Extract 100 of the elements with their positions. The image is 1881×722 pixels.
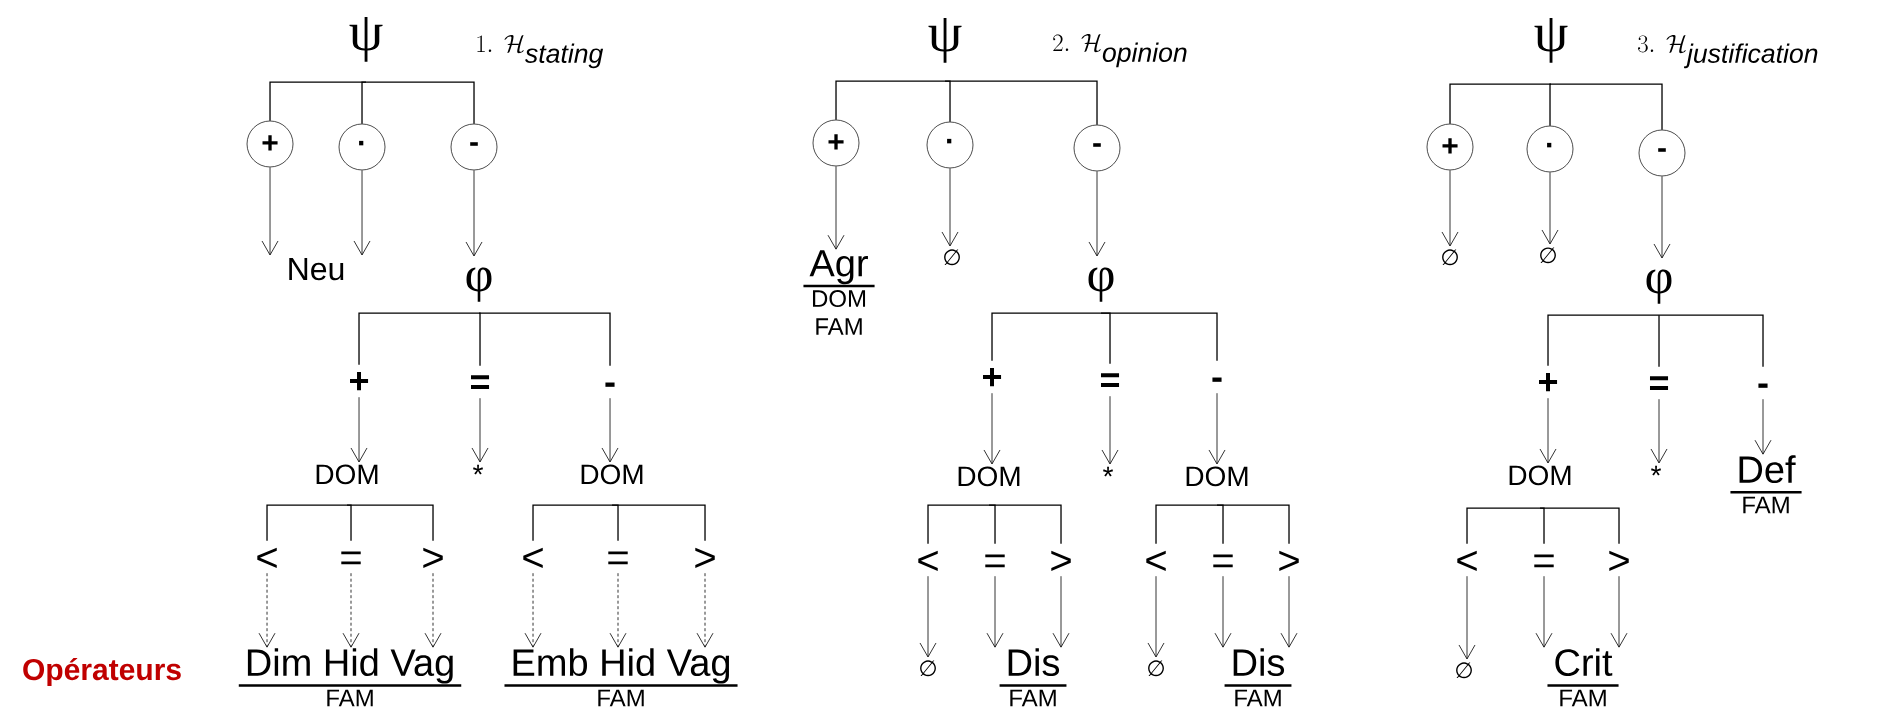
bracket-line xyxy=(1155,504,1218,545)
panel-heading: $3.\ \mathcal{H}_{\mathit{justification}}$ xyxy=(1638,35,1818,69)
bracket-line xyxy=(991,312,1102,362)
empty-set-symbol: ∅ xyxy=(1456,662,1472,679)
arrow xyxy=(601,397,619,463)
arrow xyxy=(1754,398,1772,455)
comparison-symbol: > xyxy=(695,547,715,568)
arrow xyxy=(696,572,714,648)
empty-set-symbol: ∅ xyxy=(1148,660,1164,677)
arrow xyxy=(1541,171,1559,245)
bracket-line xyxy=(1547,314,1660,367)
category-label: DOM xyxy=(1509,465,1571,486)
arrow xyxy=(1088,170,1106,257)
arrow xyxy=(465,169,483,257)
empty-set-symbol: ∅ xyxy=(944,249,960,266)
comparison-symbol: < xyxy=(523,547,543,568)
arrow xyxy=(342,572,360,648)
empty-set-symbol: ∅ xyxy=(1442,249,1458,266)
circled-sign: - xyxy=(1073,124,1121,172)
bracket-line xyxy=(266,504,348,542)
psi-symbol: ψ xyxy=(1534,17,1568,63)
asterisk-symbol: * xyxy=(1103,466,1114,477)
underlined-term: Dis FAM xyxy=(999,648,1067,707)
underlined-term: Crit FAM xyxy=(1547,648,1619,707)
comparison-symbol: < xyxy=(918,550,938,571)
comparison-symbol: > xyxy=(1609,550,1629,571)
sign-symbol: - xyxy=(1212,377,1222,382)
bracket-line xyxy=(361,81,367,125)
arrow xyxy=(350,396,368,463)
arrow xyxy=(471,397,489,463)
arrow xyxy=(827,165,845,250)
arrow xyxy=(1441,169,1459,247)
circled-sign: · xyxy=(1526,125,1574,173)
circled-sign: · xyxy=(338,123,386,171)
arrow xyxy=(1147,575,1165,658)
row-label: Opérateurs xyxy=(23,657,181,687)
bracket-line xyxy=(1550,83,1663,131)
underlined-term: Dis FAM xyxy=(1224,648,1292,707)
panel-heading: $2.\ \mathcal{H}_{\mathit{opinion}}$ xyxy=(1053,34,1187,68)
sign-symbol: = xyxy=(471,375,490,389)
arrow xyxy=(1610,575,1628,648)
bracket-line xyxy=(1539,507,1620,545)
arrow xyxy=(1653,175,1671,259)
circled-sign: + xyxy=(812,119,860,167)
sign-symbol: = xyxy=(1650,376,1669,390)
circled-sign: + xyxy=(1426,123,1474,171)
comparison-symbol: = xyxy=(341,551,361,565)
category-label: DOM xyxy=(316,464,378,485)
psi-symbol: ψ xyxy=(349,16,383,62)
circled-sign: - xyxy=(1638,129,1686,177)
bracket-line xyxy=(927,504,990,545)
phi-symbol: φ xyxy=(1646,269,1672,304)
comparison-symbol: > xyxy=(423,547,443,568)
arrow xyxy=(941,167,959,247)
category-label: Neu xyxy=(289,258,344,281)
bracket-line xyxy=(611,504,706,542)
arrow xyxy=(1650,398,1668,464)
arrow xyxy=(986,575,1004,648)
bracket-line xyxy=(1549,83,1552,127)
sign-symbol: = xyxy=(1101,373,1120,387)
panel-heading: $1.\ \mathcal{H}_{\mathit{stating}}$ xyxy=(477,35,604,69)
comparison-symbol: < xyxy=(1457,550,1477,571)
comparison-symbol: = xyxy=(1534,554,1554,568)
bracket-line xyxy=(1658,314,1660,368)
bracket-line xyxy=(478,312,481,367)
arrow xyxy=(1458,575,1476,660)
bracket-line xyxy=(835,80,946,121)
arrow xyxy=(1214,575,1232,648)
comparison-symbol: = xyxy=(985,554,1005,568)
arrow xyxy=(1535,575,1553,648)
sign-symbol: + xyxy=(983,367,1002,387)
circled-sign: · xyxy=(926,121,974,169)
asterisk-symbol: * xyxy=(473,464,484,475)
bracket-line xyxy=(1658,314,1764,368)
arrow xyxy=(919,575,937,658)
arrow xyxy=(353,169,371,256)
bracket-line xyxy=(532,504,613,542)
comparison-symbol: > xyxy=(1279,550,1299,571)
arrow xyxy=(1052,575,1070,648)
bracket-line xyxy=(1216,504,1290,545)
arrow xyxy=(524,572,542,648)
comparison-symbol: = xyxy=(1213,554,1233,568)
bracket-line xyxy=(944,80,1098,126)
sign-symbol: + xyxy=(1539,372,1558,392)
arrow xyxy=(1208,392,1226,465)
arrow xyxy=(1280,575,1298,648)
underlined-term: Def FAM xyxy=(1730,455,1802,514)
arrow xyxy=(261,166,279,256)
arrow xyxy=(609,572,627,648)
bracket-line xyxy=(1466,507,1541,545)
bracket-line xyxy=(1100,312,1218,362)
bracket-line xyxy=(988,504,1062,545)
category-label: DOM xyxy=(581,464,643,485)
circled-sign: + xyxy=(246,120,294,168)
sign-symbol: + xyxy=(350,371,369,391)
bracket-line xyxy=(1449,83,1552,125)
bracket-line xyxy=(365,81,475,125)
bracket-line xyxy=(358,312,480,366)
comparison-symbol: < xyxy=(257,547,277,568)
psi-symbol: ψ xyxy=(928,17,962,63)
